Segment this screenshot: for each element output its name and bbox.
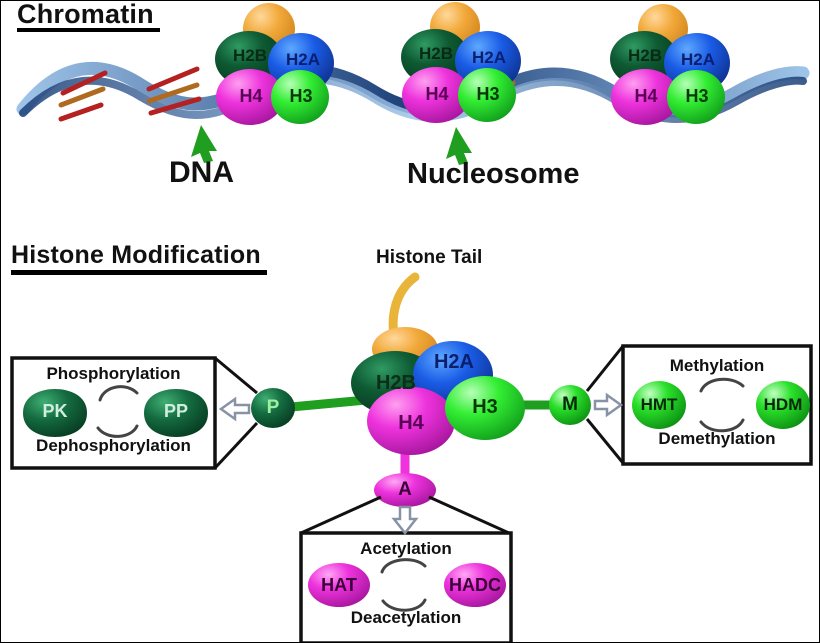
nucleosome-1 [215,3,334,125]
histone-modification-section-title: Histone Modification [11,241,267,275]
nucleosome-2 [401,2,521,123]
enzyme-hmt [632,381,686,429]
enzyme-pp [144,389,208,437]
chromatin-title-underline [17,28,160,32]
histone-modification-title-text: Histone Modification [11,241,261,269]
acetylation-forward-label: Acetylation [360,539,452,558]
callout-leader-lines [213,345,625,535]
phosphorylation-forward-label: Phosphorylation [46,364,181,383]
enzyme-hdm [756,381,810,429]
histone-modification-title-underline [11,270,267,275]
octamer [351,327,525,455]
demethylation-reverse-label: Demethylation [658,429,776,448]
methylation-arrow-icon [593,392,624,418]
enzyme-hadc [444,563,506,607]
histone-tail-label: Histone Tail [376,247,483,268]
methylation-forward-label: Methylation [669,356,765,375]
methylation-mark-node [549,385,591,425]
dephosphorylation-reverse-label: Dephosphorylation [36,436,191,455]
enzyme-hat [308,563,370,607]
dna-callout-label: DNA [169,156,234,189]
cycle-arrows [96,377,745,612]
chromatin-title-text: Chromatin [17,0,154,29]
nucleosome-callout-arrow [446,127,472,165]
dna-callout-arrow [191,125,217,163]
deacetylation-reverse-label: Deacetylation [350,608,462,627]
acetylation-mark-node [374,473,436,507]
chromatin-section-title: Chromatin [17,0,160,32]
nucleosome-callout-label: Nucleosome [407,158,580,190]
enzyme-pk [23,389,87,437]
phosphorylation-arrow-icon [218,396,251,422]
acetylation-arrow-icon [391,505,419,536]
phosphorylation-mark-node [251,388,295,428]
nucleosome-3 [610,4,730,125]
